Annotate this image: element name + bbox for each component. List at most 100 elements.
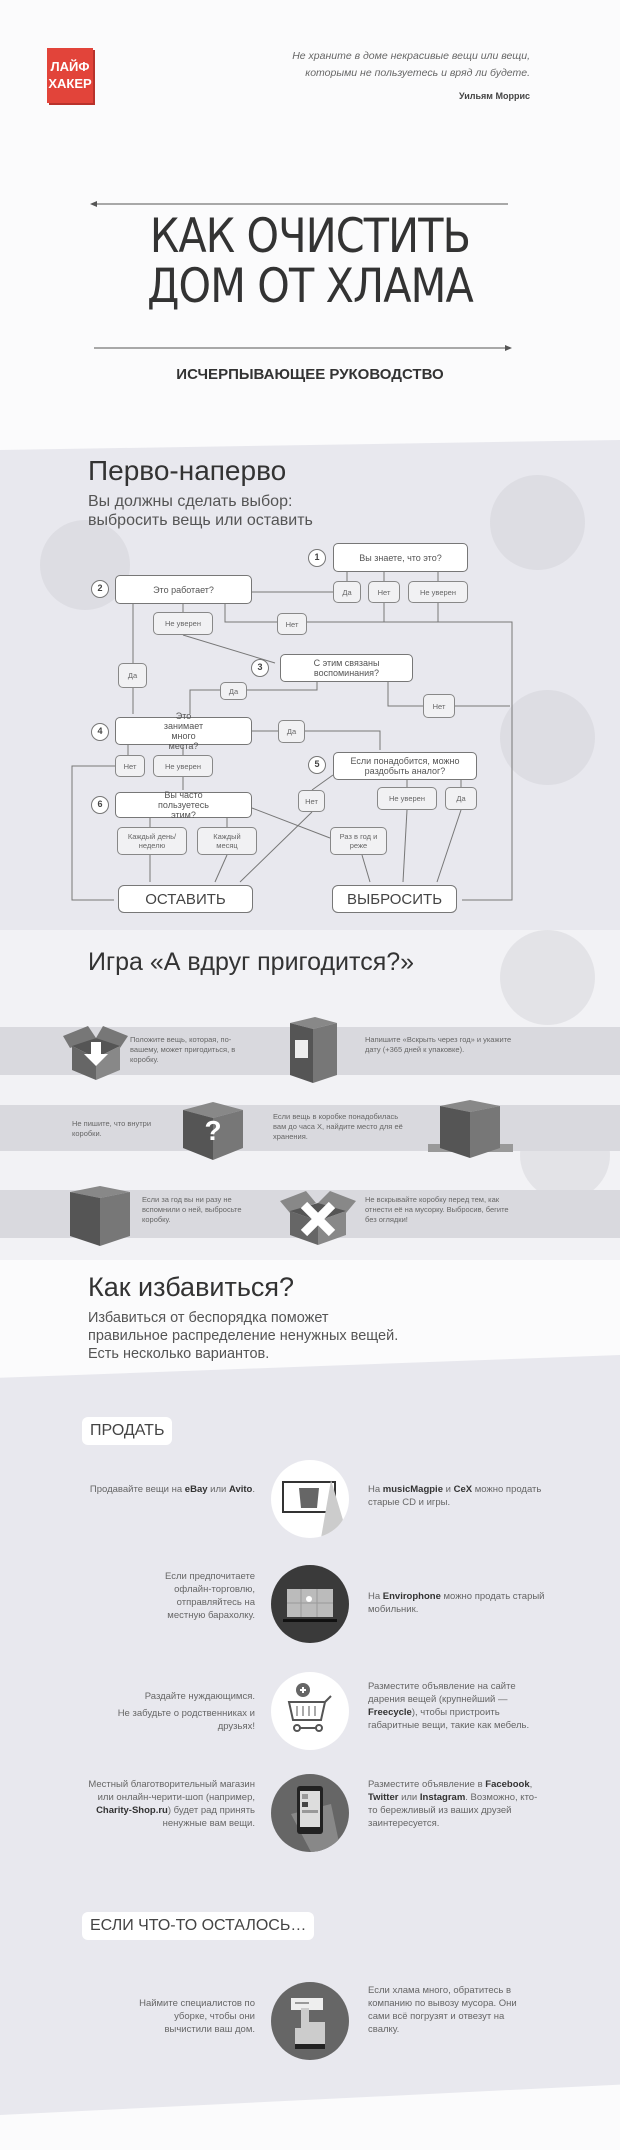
musicmagpie-link: musicMagpie	[382, 1484, 443, 1495]
game-row-band	[0, 1105, 620, 1151]
answer-yes: Да	[220, 682, 247, 700]
text: Разместите объявление на сайте дарения в…	[368, 1681, 516, 1705]
answer-no: Нет	[115, 755, 145, 777]
text: ) будет рад принять ненужные вам вещи.	[162, 1805, 255, 1829]
option-left-text: Местный благотворительный магазин или он…	[75, 1778, 255, 1830]
game-step-text: Если вещь в коробке понадобилась вам до …	[273, 1112, 403, 1141]
text: Местный благотворительный магазин или он…	[88, 1779, 255, 1803]
arrow-left-icon	[90, 201, 97, 207]
svg-text:?: ?	[204, 1115, 221, 1146]
answer-unsure: Не уверен	[408, 581, 468, 603]
twitter-link: Twitter	[368, 1792, 399, 1803]
title-arrows	[90, 201, 512, 351]
open-box-x-icon	[280, 1191, 356, 1245]
avito-link: Avito	[228, 1484, 253, 1495]
text: ), чтобы пристроить габаритные вещи, так…	[368, 1707, 530, 1731]
option-left-text: Раздайте нуждающимся. Не забудьте о родс…	[75, 1690, 255, 1733]
quote-author: Уильям Моррис	[459, 91, 530, 101]
answer-yes: Да	[278, 720, 305, 743]
answer-no: Нет	[298, 790, 325, 812]
answer-unsure: Не уверен	[153, 612, 213, 635]
game-step-text: Не вскрывайте коробку перед тем, как отн…	[365, 1195, 509, 1224]
text: На	[368, 1591, 383, 1602]
text: или	[398, 1792, 420, 1803]
question-node: Вы знаете, что это?	[333, 543, 468, 572]
text: На	[368, 1484, 383, 1495]
lead-line: выбросить вещь или оставить	[88, 512, 313, 529]
charity-shop-link: Charity-Shop.ru	[96, 1805, 168, 1816]
cart-plus-icon	[271, 1672, 349, 1750]
page-subtitle: ИСЧЕРПЫВАЮЩЕЕ РУКОВОДСТВО	[176, 366, 444, 383]
answer-monthly: Каждый месяц	[197, 827, 257, 855]
text: Раздайте нуждающимся.	[144, 1691, 255, 1702]
instagram-link: Instagram	[419, 1792, 466, 1803]
watermark-logo	[490, 475, 585, 570]
lifehacker-logo[interactable]: ЛАЙФ ХАКЕР	[47, 48, 93, 103]
text: можно продать старый мобильник.	[368, 1591, 545, 1615]
logo-line2: ХАКЕР	[48, 76, 92, 91]
answer-yes: Да	[445, 787, 477, 810]
title-line1: КАК ОЧИСТИТЬ	[149, 209, 471, 264]
step-number: 3	[251, 659, 269, 677]
question-node: С этим связаны воспоминания?	[280, 654, 413, 682]
answer-yes: Да	[118, 663, 147, 688]
box-on-pallet-icon	[428, 1100, 513, 1158]
section-title-game: Игра «А вдруг пригодится?»	[88, 948, 415, 976]
section-lead-first: Вы должны сделать выбор: выбросить вещь …	[88, 492, 313, 530]
result-keep: ОСТАВИТЬ	[118, 885, 253, 913]
step-number: 1	[308, 549, 326, 567]
labeled-box-icon	[290, 1017, 337, 1083]
closed-box-icon	[70, 1186, 130, 1246]
game-step-text: Не пишите, что внутри коробки.	[72, 1119, 152, 1138]
lead-line: Вы должны сделать выбор:	[88, 493, 293, 510]
envirophone-link: Envirophone	[382, 1591, 441, 1602]
answer-unsure: Не уверен	[377, 787, 437, 810]
option-left-text: Наймите специалистов по уборке, чтобы он…	[139, 1998, 255, 2035]
question-node: Это работает?	[115, 575, 252, 604]
flowchart-connectors	[71, 572, 513, 901]
option-right-text: На Envirophone можно продать старый моби…	[368, 1590, 558, 1616]
step-number: 6	[91, 796, 109, 814]
text: .	[252, 1484, 255, 1495]
lead-line: Есть несколько вариантов.	[88, 1346, 270, 1362]
answer-no: Нет	[368, 581, 400, 603]
freecycle-link: Freecycle	[368, 1707, 412, 1718]
lead-line: правильное распределение ненужных вещей.	[88, 1328, 399, 1344]
text: и	[442, 1484, 454, 1495]
option-right-text: Разместите объявление на сайте дарения в…	[368, 1680, 538, 1732]
text: Продавайте вещи на	[89, 1484, 185, 1495]
text: или	[207, 1484, 229, 1495]
tablet-icon	[271, 1460, 349, 1538]
ebay-link: eBay	[184, 1484, 208, 1495]
sell-label: ПРОДАТЬ	[82, 1417, 173, 1445]
facebook-link: Facebook	[485, 1779, 530, 1790]
option-right-text: Если хлама много, обратитесь в компанию …	[368, 1985, 517, 2035]
text: можно продать старые CD и игры.	[368, 1484, 542, 1508]
game-step-text: Напишите «Вскрыть через год» и укажите д…	[365, 1035, 512, 1054]
option-right-text: Разместите объявление в Facebook, Twitte…	[368, 1778, 538, 1830]
question-box-icon: ?	[183, 1102, 243, 1160]
hand-card-icon	[271, 1982, 349, 2060]
quote-line1: Не храните в доме некрасивые вещи или ве…	[292, 50, 530, 62]
open-box-download-icon	[63, 1026, 128, 1080]
option-left-text: Продавайте вещи на eBay или Avito.	[75, 1483, 255, 1496]
section-lead-rid: Избавиться от беспорядка поможет правиль…	[88, 1309, 398, 1363]
text: Не забудьте о родственниках и друзьях!	[117, 1708, 255, 1732]
answer-no: Нет	[277, 613, 307, 635]
phone-in-hand-icon	[271, 1774, 349, 1852]
laptop-map-icon	[271, 1565, 349, 1643]
question-node: Если понадобится, можно раздобыть аналог…	[333, 752, 477, 780]
section-title-rid: Как избавиться?	[88, 1272, 295, 1302]
game-step-text: Если за год вы ни разу не вспомнили о не…	[142, 1195, 242, 1224]
answer-daily: Каждый день/неделю	[117, 827, 187, 855]
text: ,	[529, 1779, 533, 1790]
answer-yearly: Раз в год и реже	[330, 827, 387, 855]
step-number: 2	[91, 580, 109, 598]
page-title: КАК ОЧИСТИТЬ ДОМ ОТ ХЛАМА	[125, 212, 495, 312]
section-title-first: Перво-наперво	[88, 455, 287, 486]
arrow-right-icon	[505, 345, 512, 351]
answer-unsure: Не уверен	[153, 755, 213, 777]
lead-line: Избавиться от беспорядка поможет	[88, 1310, 329, 1326]
logo-line1: ЛАЙФ	[50, 59, 90, 74]
